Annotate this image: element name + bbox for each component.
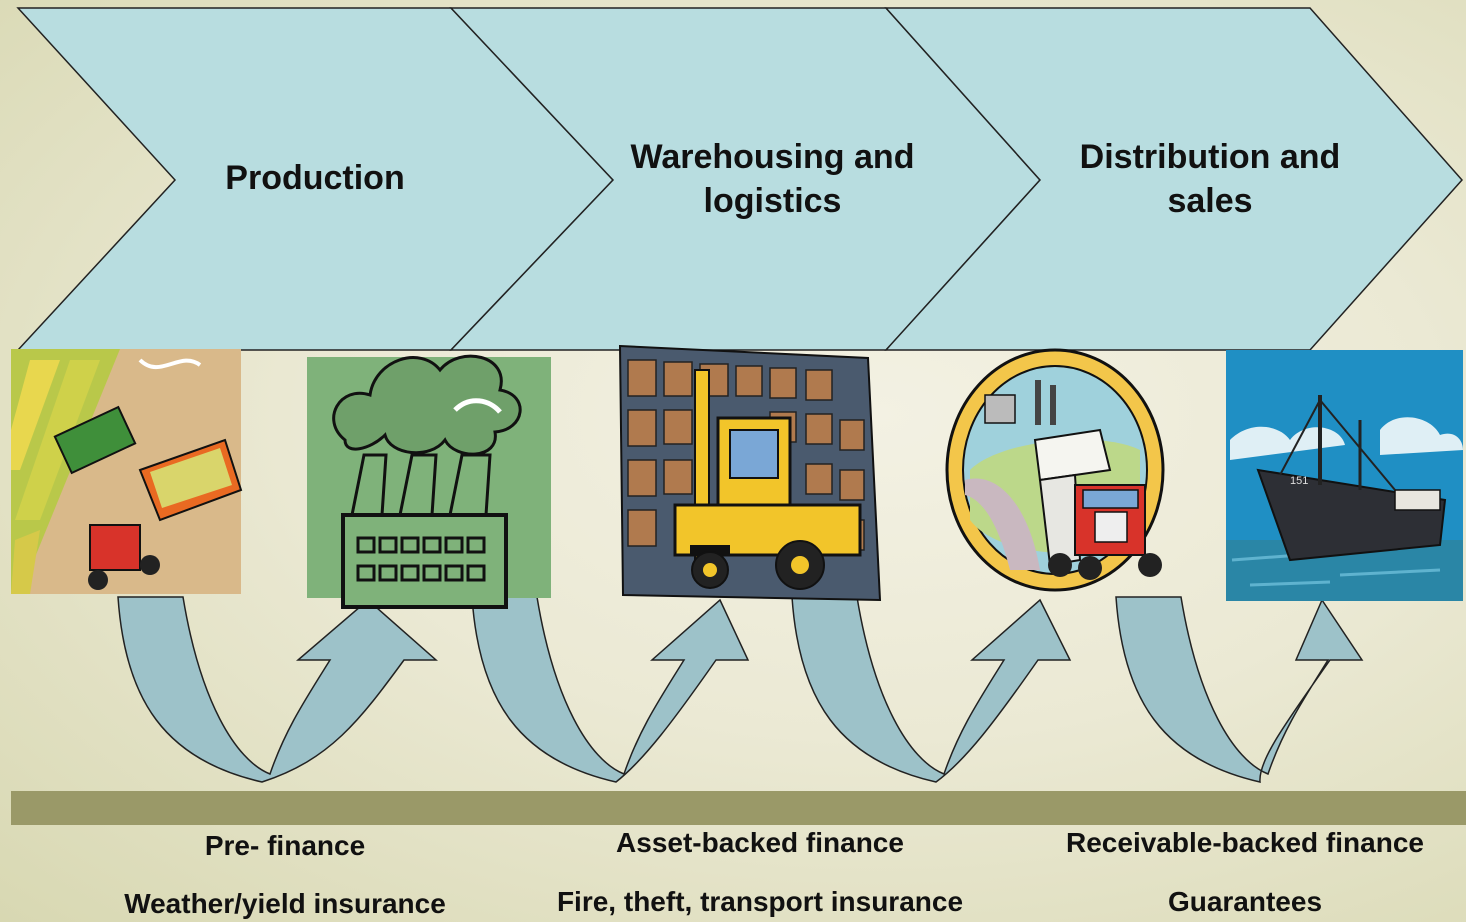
curved-arrow-icon: [471, 596, 750, 783]
harvester-field-icon: [11, 349, 243, 594]
flow-arrows: [117, 596, 1364, 783]
stage-label-warehousing: Warehousing and logistics: [600, 135, 945, 223]
finance-col-3-line1: Receivable-backed finance: [1066, 827, 1424, 858]
finance-col-2-line2: Fire, theft, transport insurance: [556, 886, 964, 917]
warehouse-forklift-icon: [618, 344, 882, 602]
curved-arrow-icon: [117, 596, 438, 783]
cargo-ship-icon: 151: [1226, 350, 1463, 601]
stage-label-production: Production: [200, 156, 430, 200]
stage-label-distribution: Distribution and sales: [1040, 135, 1380, 223]
finance-col-1-line2: Weather/yield insurance: [124, 888, 446, 919]
stage-label-line2: logistics: [703, 182, 842, 220]
stage-label-line1: Production: [225, 159, 405, 197]
stage-label-line2: sales: [1167, 182, 1253, 220]
divider-band: [11, 791, 1466, 825]
stage-chevrons: [16, 7, 1464, 351]
stage-label-line1: Warehousing and: [630, 138, 915, 176]
curved-arrow-icon: [1115, 596, 1364, 783]
curved-arrow-icon: [791, 596, 1072, 783]
ship-hull-number: 151: [1290, 475, 1308, 487]
factory-icon: [307, 354, 551, 609]
finance-col-2-line1: Asset-backed finance: [616, 827, 904, 858]
truck-icon: [945, 348, 1165, 592]
finance-col-1-line1: Pre- finance: [204, 830, 366, 861]
stage-label-line1: Distribution and: [1079, 138, 1341, 176]
finance-col-3-line2: Guarantees: [1167, 886, 1323, 917]
